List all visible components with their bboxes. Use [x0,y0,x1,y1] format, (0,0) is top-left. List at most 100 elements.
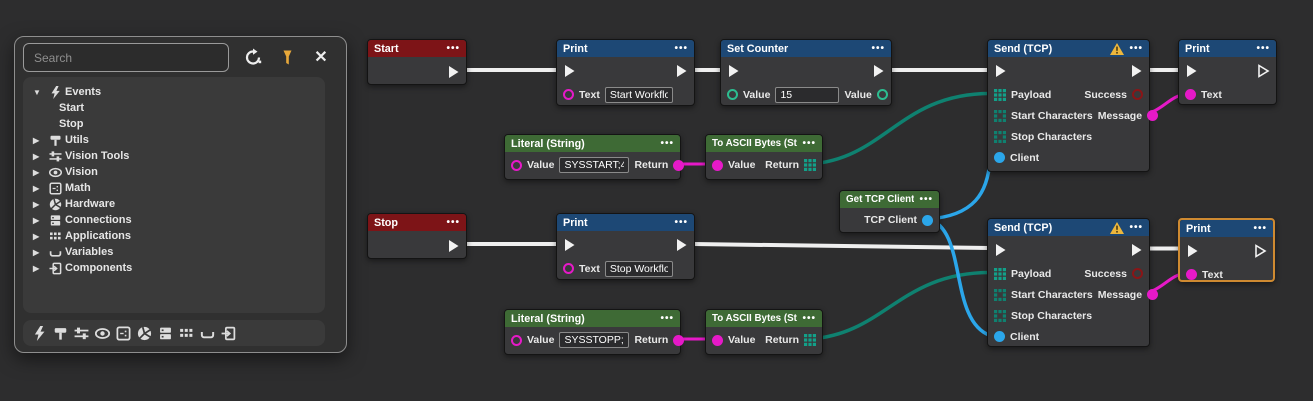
calculator-icon[interactable] [116,326,131,341]
exec-out-port[interactable] [447,239,460,253]
bracket-icon[interactable] [200,326,215,341]
exec-out-port[interactable] [1130,243,1143,257]
exec-out-port[interactable] [1254,244,1267,258]
node-menu-icon[interactable]: ••• [1129,222,1143,233]
tree-item-events[interactable]: ▼Events [23,84,325,100]
server-icon[interactable] [158,326,173,341]
node-menu-icon[interactable]: ••• [446,217,460,228]
node-print-3[interactable]: Print••• Text [556,213,695,280]
node-menu-icon[interactable]: ••• [871,43,885,54]
string-port-out[interactable] [673,159,685,171]
filter-icon[interactable] [277,48,297,68]
bytes-port-out[interactable] [804,334,816,346]
chevron-right-icon[interactable]: ▶ [33,231,40,241]
exec-in-port[interactable] [727,64,740,78]
eye-icon[interactable] [95,326,110,341]
tree-item-utils[interactable]: ▶Utils [23,132,325,148]
node-print-4-selected[interactable]: Print••• Text [1178,218,1275,282]
number-port-out[interactable] [876,89,888,100]
node-menu-icon[interactable]: ••• [1253,223,1267,234]
chevron-down-icon[interactable]: ▼ [33,87,41,97]
exec-in-port[interactable] [1185,64,1198,78]
tree-item-components[interactable]: ▶Components [23,260,325,276]
exec-out-port[interactable] [447,65,460,79]
chevron-right-icon[interactable]: ▶ [33,263,40,273]
client-port[interactable] [994,152,1005,163]
sliders-icon[interactable] [74,326,89,341]
bytes-port-out[interactable] [804,159,816,171]
node-menu-icon[interactable]: ••• [1129,43,1143,54]
lightning-icon[interactable] [32,326,47,341]
hammer-icon[interactable] [53,326,68,341]
exec-in-port[interactable] [994,243,1007,257]
warning-icon[interactable] [1110,43,1124,55]
shutter-icon[interactable] [137,326,152,341]
warning-icon[interactable] [1110,222,1124,234]
success-port[interactable] [1132,89,1143,100]
node-menu-icon[interactable]: ••• [802,313,816,324]
exec-in-port[interactable] [1186,244,1199,258]
value-input[interactable] [775,86,840,103]
node-menu-icon[interactable]: ••• [674,217,688,228]
chevron-right-icon[interactable]: ▶ [33,215,40,225]
exec-in-port[interactable] [994,64,1007,78]
message-port[interactable] [1147,289,1159,300]
close-icon[interactable]: ✕ [314,48,328,66]
string-port-in[interactable] [712,334,723,346]
string-port-in[interactable] [511,159,522,171]
tree-item-applications[interactable]: ▶Applications [23,228,325,244]
grid-icon[interactable] [179,326,194,341]
chevron-right-icon[interactable]: ▶ [33,247,40,257]
bytes-port[interactable] [994,289,1006,301]
node-menu-icon[interactable]: ••• [919,194,933,205]
box-arrow-icon[interactable] [221,326,236,341]
string-port-out[interactable] [673,334,685,346]
node-menu-icon[interactable]: ••• [446,43,460,54]
bytes-port[interactable] [994,131,1006,143]
tree-item-stop[interactable]: Stop [23,116,325,132]
tree-item-connections[interactable]: ▶Connections [23,212,325,228]
bytes-port[interactable] [994,89,1006,101]
string-port[interactable] [1186,269,1197,280]
bytes-port[interactable] [994,110,1006,122]
tree-item-start[interactable]: Start [23,100,325,116]
string-port[interactable] [563,263,574,274]
node-get-tcp-client[interactable]: Get TCP Client••• TCP Client [839,190,940,233]
string-port[interactable] [1185,89,1196,100]
exec-out-port[interactable] [675,238,688,252]
node-menu-icon[interactable]: ••• [674,43,688,54]
text-input[interactable] [604,260,673,277]
chevron-right-icon[interactable]: ▶ [33,135,40,145]
node-print-2[interactable]: Print••• Text [1178,39,1277,105]
chevron-right-icon[interactable]: ▶ [33,151,40,161]
message-port[interactable] [1147,110,1159,121]
exec-out-port[interactable] [1130,64,1143,78]
value-input[interactable] [559,157,630,173]
string-port-in[interactable] [511,334,522,346]
exec-out-port[interactable] [1257,64,1270,78]
node-menu-icon[interactable]: ••• [802,138,816,149]
exec-in-port[interactable] [563,238,576,252]
refresh-icon[interactable] [243,48,263,68]
exec-out-port[interactable] [675,64,688,78]
number-port-in[interactable] [727,89,738,100]
node-stop[interactable]: Stop••• [367,213,467,259]
chevron-right-icon[interactable]: ▶ [33,199,40,209]
node-menu-icon[interactable]: ••• [1256,43,1270,54]
chevron-right-icon[interactable]: ▶ [33,183,40,193]
exec-out-port[interactable] [872,64,885,78]
tree-item-vision[interactable]: ▶Vision [23,164,325,180]
tree-item-math[interactable]: ▶Math [23,180,325,196]
tree-item-variables[interactable]: ▶Variables [23,244,325,260]
string-port-in[interactable] [712,159,723,171]
search-input[interactable] [23,43,229,72]
bytes-port[interactable] [994,268,1006,280]
client-port[interactable] [994,331,1005,342]
success-port[interactable] [1132,268,1143,279]
